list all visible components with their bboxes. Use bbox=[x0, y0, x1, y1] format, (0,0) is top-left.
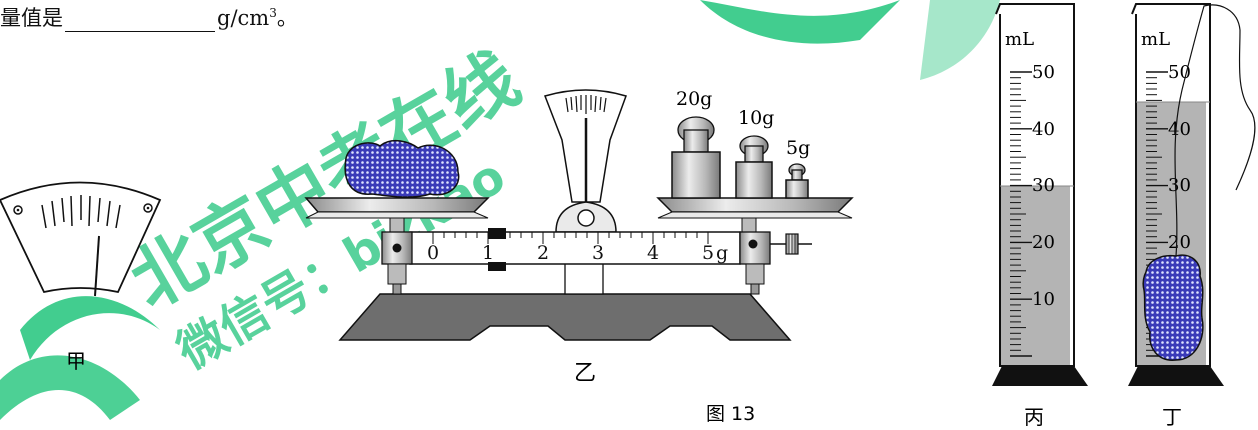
label-figure: 图 13 bbox=[706, 403, 755, 425]
bing-tick-20: 20 bbox=[1032, 232, 1055, 253]
cylinder-bing: mL 50 40 30 20 10 bbox=[992, 3, 1088, 386]
label-jia: 甲 bbox=[66, 349, 86, 373]
dial-jia-pointer bbox=[94, 235, 100, 297]
rock-in-cylinder bbox=[1142, 254, 1204, 361]
question-suffix: 。 bbox=[276, 6, 298, 30]
bing-tick-40: 40 bbox=[1032, 119, 1055, 140]
dial-jia bbox=[0, 181, 162, 297]
weight-label-20g: 20g bbox=[676, 88, 712, 110]
thread bbox=[1174, 4, 1256, 257]
bing-tick-50: 50 bbox=[1032, 62, 1055, 83]
weight-10g: 10g bbox=[735, 107, 774, 199]
balance-base bbox=[338, 293, 792, 341]
beam-label-0: 0 bbox=[427, 242, 439, 264]
beam-label-4: 4 bbox=[647, 242, 659, 264]
weight-20g: 20g bbox=[671, 88, 721, 199]
beam-label-5: 5 bbox=[702, 242, 714, 264]
beam-label-3: 3 bbox=[592, 242, 604, 264]
rider-top[interactable] bbox=[488, 228, 506, 239]
balance-column bbox=[564, 261, 604, 295]
cylinder-ding: mL 50 40 30 20 10 bbox=[1128, 3, 1256, 386]
label-yi: 乙 bbox=[574, 361, 596, 386]
cylinder-bing-ticks bbox=[1010, 71, 1032, 357]
cylinder-ding-base bbox=[1128, 366, 1224, 386]
bing-tick-30: 30 bbox=[1032, 175, 1055, 196]
watermark-swoosh bbox=[0, 0, 1000, 420]
ding-tick-30: 30 bbox=[1168, 175, 1191, 196]
rider-bottom[interactable] bbox=[488, 262, 506, 271]
answer-blank[interactable] bbox=[65, 13, 215, 32]
ding-tick-20: 20 bbox=[1168, 232, 1191, 253]
rock-sample bbox=[344, 139, 460, 198]
weight-5g: 5g bbox=[785, 137, 810, 199]
cylinder-bing-base bbox=[992, 366, 1088, 386]
indicator-ticks bbox=[565, 95, 607, 114]
beam-label-2: 2 bbox=[537, 242, 549, 264]
ding-tick-50: 50 bbox=[1168, 62, 1191, 83]
beam-ticks bbox=[432, 232, 709, 244]
cylinder-ding-unit: mL bbox=[1141, 29, 1170, 50]
question-unit: g/cm bbox=[217, 6, 270, 30]
question-text: 量值是 g/cm3。 bbox=[0, 2, 298, 32]
unit-superscript: 3 bbox=[269, 6, 277, 20]
label-ding: 丁 bbox=[1162, 405, 1182, 429]
weight-label-5g: 5g bbox=[786, 137, 810, 159]
cylinder-bing-unit: mL bbox=[1005, 29, 1034, 50]
bing-tick-10: 10 bbox=[1032, 289, 1055, 310]
dial-jia-ticks bbox=[41, 195, 121, 229]
right-pan bbox=[656, 197, 854, 213]
ding-tick-40: 40 bbox=[1168, 119, 1191, 140]
weight-label-10g: 10g bbox=[738, 107, 774, 129]
beam-scale-labels: 0 1 2 3 4 5 g bbox=[427, 242, 728, 264]
balance-beam bbox=[409, 231, 741, 265]
question-prefix: 量值是 bbox=[0, 6, 63, 30]
left-pan bbox=[304, 197, 490, 213]
beam-label-1: 1 bbox=[482, 242, 494, 264]
balance-yi: 20g 10g 5g bbox=[304, 88, 854, 341]
label-bing: 丙 bbox=[1024, 405, 1044, 429]
beam-unit-g: g bbox=[716, 242, 728, 264]
